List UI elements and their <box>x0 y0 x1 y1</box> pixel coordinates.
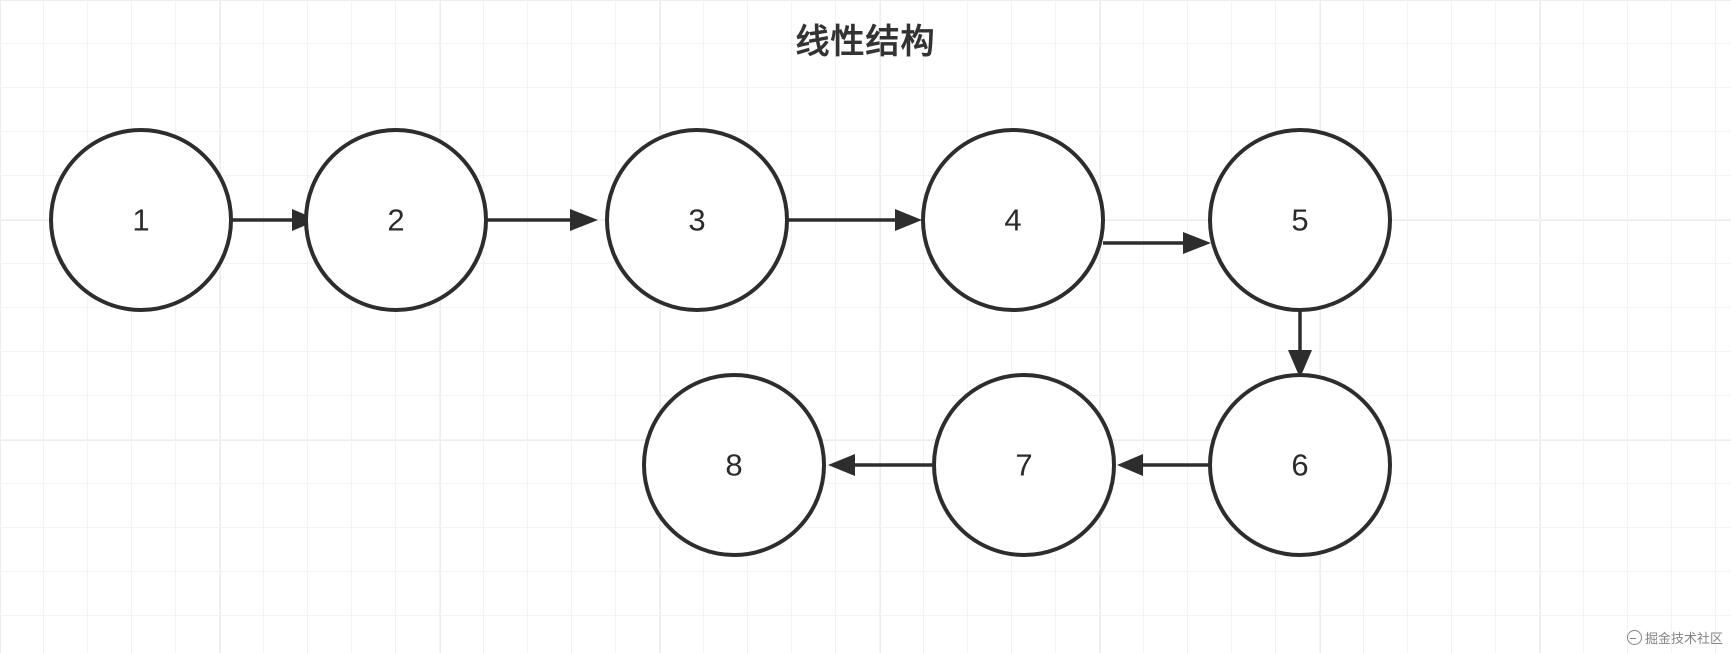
juejin-logo-icon <box>1626 630 1642 645</box>
node-circle[interactable] <box>605 128 789 312</box>
node-circle[interactable] <box>304 128 488 312</box>
node-label: 4 <box>1004 203 1021 238</box>
node-7[interactable]: 7 <box>932 373 1116 557</box>
node-label: 3 <box>688 203 705 238</box>
arrowhead-down-icon <box>1288 350 1312 378</box>
node-label: 5 <box>1291 203 1308 238</box>
node-label: 8 <box>725 448 742 483</box>
edge-n7-n8 <box>828 454 932 476</box>
watermark: 掘金技术社区 <box>1626 628 1723 647</box>
node-1[interactable]: 1 <box>49 128 233 312</box>
node-circle[interactable] <box>49 128 233 312</box>
node-2[interactable]: 2 <box>304 128 488 312</box>
edge-n6-n7 <box>1117 454 1209 476</box>
arrowhead-right-icon <box>895 209 922 231</box>
node-label: 1 <box>132 203 149 238</box>
node-circle[interactable] <box>1208 373 1392 557</box>
node-circle[interactable] <box>642 373 826 557</box>
node-circle[interactable] <box>1208 128 1392 312</box>
node-label: 7 <box>1015 448 1032 483</box>
arrowhead-left-icon <box>828 454 855 476</box>
node-4[interactable]: 4 <box>921 128 1105 312</box>
node-label: 2 <box>387 203 404 238</box>
watermark-text: 掘金技术社区 <box>1644 632 1723 647</box>
node-circle[interactable] <box>932 373 1116 557</box>
edge-n5-n6 <box>1288 310 1312 378</box>
node-3[interactable]: 3 <box>605 128 789 312</box>
node-label: 6 <box>1291 448 1308 483</box>
edge-n4-n5 <box>1103 232 1211 254</box>
node-circle[interactable] <box>921 128 1105 312</box>
node-6[interactable]: 6 <box>1208 373 1392 557</box>
arrowhead-right-icon <box>570 209 598 231</box>
node-5[interactable]: 5 <box>1208 128 1392 312</box>
edge-n3-n4 <box>787 209 922 231</box>
arrowhead-left-icon <box>1117 454 1143 476</box>
page-title: 线性结构 <box>795 22 936 62</box>
arrowhead-right-icon <box>1183 232 1211 254</box>
node-8[interactable]: 8 <box>642 373 826 557</box>
edge-n2-n3 <box>486 209 598 231</box>
